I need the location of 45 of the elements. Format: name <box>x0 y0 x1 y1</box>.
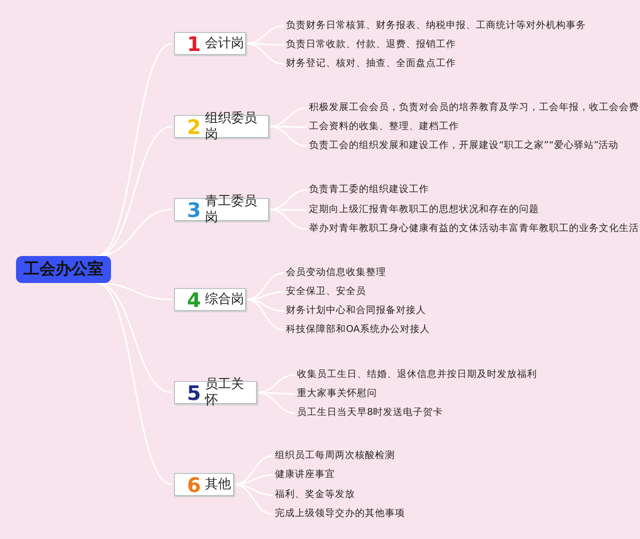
topic-title: 青工委员岗 <box>204 194 258 226</box>
branch-line <box>268 189 308 210</box>
topic-title: 综合岗 <box>204 292 244 308</box>
topic-number: 5 <box>187 382 201 402</box>
subtopic-text: 定期向上级汇报青年教职工的思想状况和存在的问题 <box>309 203 539 217</box>
subtopic-text: 收集员工生日、结婚、退休信息并按日期及时发放福利 <box>297 368 537 382</box>
subtopic-text: 负责工会的组织发展和建设工作，开展建设“职工之家”“爱心驿站”活动 <box>309 139 619 153</box>
branch-line <box>268 107 308 128</box>
topic-number: 2 <box>187 116 201 136</box>
topic-title: 组织委员岗 <box>204 110 258 142</box>
subtopic-text: 安全保卫、安全员 <box>286 285 366 299</box>
topic-title: 员工关怀 <box>204 376 245 408</box>
subtopic-text: 福利、奖金等发放 <box>275 488 355 502</box>
topic-box <box>174 32 246 55</box>
subtopic-text: 负责日常收款、付款、退费、报销工作 <box>286 38 456 52</box>
central-topic-box: 工会办公室 <box>16 256 111 283</box>
topic-box <box>174 288 246 311</box>
topic-number: 3 <box>187 200 201 220</box>
subtopic-text: 工会资料的收集、整理、建档工作 <box>309 120 459 134</box>
topic-box <box>174 473 234 496</box>
subtopic-text: 会员变动信息收集整理 <box>286 266 386 280</box>
subtopic-text: 举办对青年教职工身心健康有益的文体活动丰富青年教职工的业务文化生活 <box>309 222 639 236</box>
branch-line <box>268 126 308 147</box>
branch-line <box>256 374 296 394</box>
subtopic-text: 财务计划中心和合同报备对接人 <box>286 304 426 318</box>
subtopic-text: 负责财务日常核算、财务报表、纳税申报、工商统计等对外机构事务 <box>286 19 586 33</box>
subtopic-text: 员工生日当天早8时发送电子贺卡 <box>297 406 444 420</box>
branch-line <box>256 392 296 414</box>
topic-title: 其他 <box>204 476 231 492</box>
subtopic-text: 重大家事关怀慰问 <box>297 387 377 401</box>
branch-line <box>96 282 172 486</box>
branch-line <box>246 42 284 65</box>
topic-number: 6 <box>187 474 201 494</box>
branch-line <box>268 208 308 230</box>
topic-number: 4 <box>187 290 201 310</box>
topic-title: 会计岗 <box>204 36 244 52</box>
subtopic-text: 财务登记、核对、抽查、全面盘点工作 <box>286 57 456 71</box>
subtopic-text: 组织员工每周两次核酸检测 <box>275 449 395 463</box>
subtopic-text: 健康讲座事宜 <box>275 468 335 482</box>
branch-line <box>246 25 284 44</box>
subtopic-text: 科技保障部和OA系统办公对接人 <box>286 323 430 337</box>
subtopic-text: 负责青工委的组织建设工作 <box>309 183 429 197</box>
topic-number: 1 <box>187 34 201 54</box>
subtopic-text: 完成上级领导交办的其他事项 <box>275 507 405 521</box>
subtopic-text: 积极发展工会会员，负责对会员的培养教育及学习，工会年报，收工会会费 <box>309 101 639 115</box>
